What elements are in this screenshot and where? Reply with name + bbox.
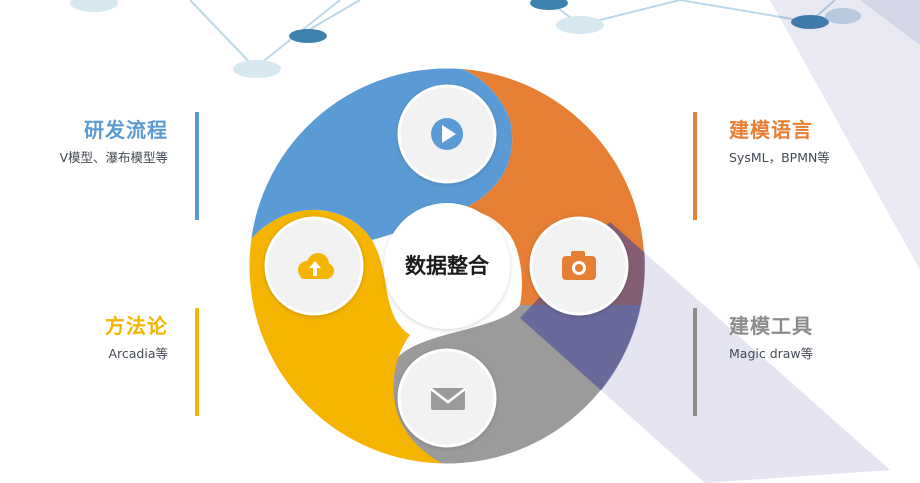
accent-bar-dev [195,112,199,220]
camera-icon [562,251,596,280]
network-node [556,16,604,34]
label-method-subtitle: Arcadia等 [108,346,168,361]
mail-icon [430,388,466,410]
label-tool-title: 建模工具 [729,314,813,338]
watermark [770,0,920,270]
accent-bar-method [195,308,199,416]
label-lang-title: 建模语言 [729,118,813,142]
network-nodes [70,0,861,78]
label-lang: 建模语言 SysML，BPMN等 [729,118,830,166]
network-node [70,0,118,12]
center-hub: 数据整合 [384,203,510,329]
icon-circle-tool[interactable] [397,348,497,448]
label-lang-subtitle: SysML，BPMN等 [729,150,830,165]
network-decoration [189,0,836,69]
cloud-upload-icon [298,253,334,279]
play-icon [431,118,463,150]
network-node [289,29,327,43]
label-dev-title: 研发流程 [84,118,168,142]
icon-circle-method[interactable] [264,216,364,316]
accent-bar-lang [693,112,697,220]
label-dev-subtitle: V模型、瀑布模型等 [59,150,168,165]
label-method-title: 方法论 [105,314,168,338]
label-tool: 建模工具 Magic draw等 [729,314,813,362]
label-tool-subtitle: Magic draw等 [729,346,814,361]
network-node [530,0,568,10]
center-label: 数据整合 [405,254,490,278]
accent-bar-tool [693,308,697,416]
icon-circle-lang[interactable] [529,216,629,316]
icon-circle-dev[interactable] [397,84,497,184]
network-node [825,8,861,24]
label-method: 方法论 Arcadia等 [0,314,168,362]
label-dev: 研发流程 V模型、瀑布模型等 [0,118,168,166]
network-node [233,60,281,78]
network-node [791,15,829,29]
